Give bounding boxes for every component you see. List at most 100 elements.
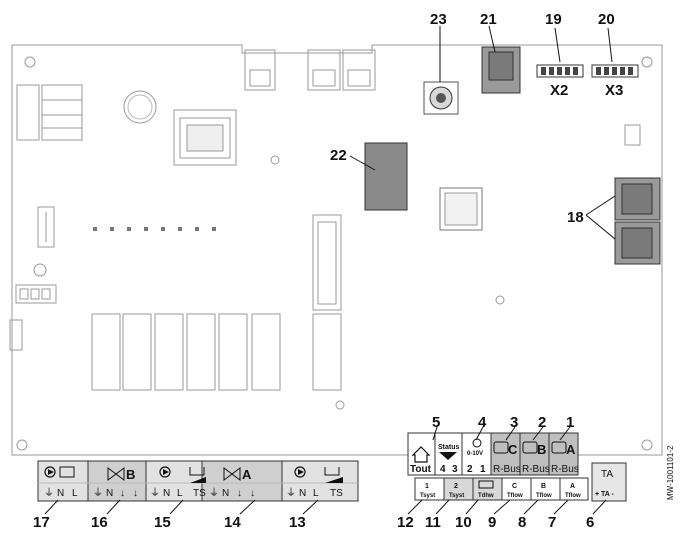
earth-icon: ⏚ bbox=[209, 487, 219, 499]
callout-21: 21 bbox=[480, 11, 497, 28]
callout-13: 13 bbox=[289, 514, 306, 531]
sensor-6-bottom: Tflow bbox=[565, 493, 581, 499]
callout-7: 7 bbox=[548, 514, 556, 531]
label-x2: X2 bbox=[550, 82, 568, 99]
play-icon bbox=[298, 469, 304, 475]
module-22 bbox=[364, 142, 408, 211]
play-icon bbox=[163, 469, 169, 475]
mounting-hole bbox=[270, 155, 280, 165]
tray-icon bbox=[189, 467, 205, 476]
callout-20: 20 bbox=[598, 11, 615, 28]
sensor-4-bottom: Tflow bbox=[507, 493, 523, 499]
earth-icon: ⏚ bbox=[44, 487, 54, 499]
ribbon-header bbox=[312, 214, 342, 311]
callout-9: 9 bbox=[488, 514, 496, 531]
status-pin-3: 3 bbox=[452, 464, 458, 475]
leader-lines bbox=[44, 25, 616, 515]
callout-19: 19 bbox=[545, 11, 562, 28]
analog-label: 0-10V bbox=[467, 451, 483, 457]
connector-x3 bbox=[591, 64, 639, 78]
rbus-a-icon bbox=[551, 441, 567, 454]
mounting-hole bbox=[641, 56, 653, 68]
arrow-icon: ↓ bbox=[120, 488, 125, 499]
pcb-outline bbox=[11, 44, 663, 456]
wedge-icon bbox=[325, 477, 343, 483]
sensor-1-bottom: Tsyst bbox=[420, 493, 435, 499]
tray-icon bbox=[324, 467, 340, 476]
house-icon bbox=[411, 446, 431, 463]
group13-l: L bbox=[313, 488, 319, 499]
tout-label: Tout bbox=[410, 464, 432, 475]
transformer bbox=[173, 109, 237, 166]
ta-top-label: TA bbox=[601, 469, 613, 480]
connector-x2 bbox=[536, 64, 584, 78]
callout-3: 3 bbox=[510, 414, 518, 431]
capacitor bbox=[123, 90, 157, 124]
pump-icon bbox=[294, 466, 306, 478]
sensor-2-bottom: Tsyst bbox=[449, 493, 464, 499]
mixing-valve-icon bbox=[223, 467, 241, 481]
callout-12: 12 bbox=[397, 514, 414, 531]
pump-icon bbox=[159, 466, 171, 478]
mounting-hole bbox=[641, 439, 653, 451]
label-x3: X3 bbox=[605, 82, 623, 99]
mounting-hole bbox=[495, 295, 505, 305]
callout-10: 10 bbox=[455, 514, 472, 531]
analog-pin-1: 1 bbox=[480, 464, 486, 475]
edge-bracket bbox=[624, 124, 641, 146]
sensor-1-top: 1 bbox=[425, 483, 429, 490]
bus-terminal-block: Tout Status 4 3 0-10V 2 1 C R-Bus B R-Bu… bbox=[407, 432, 579, 476]
earth-icon: ⏚ bbox=[93, 487, 103, 499]
arrow-icon: ↓ bbox=[237, 488, 242, 499]
callout-14: 14 bbox=[224, 514, 241, 531]
earth-icon: ⏚ bbox=[150, 487, 160, 499]
group13-n: N bbox=[299, 488, 306, 499]
callout-2: 2 bbox=[538, 414, 546, 431]
rbus-b-label: R-Bus bbox=[522, 464, 550, 475]
rotary-switch-23 bbox=[423, 81, 459, 115]
callout-6: 6 bbox=[586, 514, 594, 531]
callout-23: 23 bbox=[430, 11, 447, 28]
wedge-icon bbox=[190, 477, 206, 483]
boiler-icon bbox=[59, 466, 75, 478]
callout-1: 1 bbox=[566, 414, 574, 431]
rbus-a-label: R-Bus bbox=[551, 464, 579, 475]
power-terminal-block: ⏚ N L B ⏚ N ↓ ↓ ⏚ N L TS A ⏚ N ↓ ↓ ⏚ N L… bbox=[37, 460, 359, 502]
callout-5: 5 bbox=[432, 414, 440, 431]
pump-icon bbox=[44, 466, 56, 478]
socket-pair-18 bbox=[614, 177, 661, 265]
callout-8: 8 bbox=[518, 514, 526, 531]
socket-21 bbox=[481, 46, 521, 94]
sensor-5-top: B bbox=[541, 483, 546, 490]
group15-ts: TS bbox=[193, 488, 206, 499]
group17-l: L bbox=[72, 488, 78, 499]
status-pin-4: 4 bbox=[440, 464, 446, 475]
ta-bottom-label: + TA - bbox=[595, 491, 615, 498]
sensor-6-top: A bbox=[570, 483, 575, 490]
rbus-b-icon bbox=[522, 441, 538, 454]
sensor-terminal-block: 1 Tsyst 2 Tsyst Tdhw C Tflow B Tflow A T… bbox=[414, 477, 589, 501]
arrow-icon: ↓ bbox=[133, 488, 138, 499]
analog-pin-2: 2 bbox=[467, 464, 473, 475]
drawing-reference: MW-1001101-2 bbox=[666, 445, 675, 500]
mixing-valve-icon bbox=[107, 467, 125, 481]
group14-a: A bbox=[242, 467, 252, 482]
fuse bbox=[37, 206, 55, 248]
callout-22: 22 bbox=[330, 147, 347, 164]
pin-header-row bbox=[93, 227, 216, 231]
microcontroller-chip bbox=[439, 187, 483, 231]
group17-n: N bbox=[57, 488, 64, 499]
callout-17: 17 bbox=[33, 514, 50, 531]
callout-11: 11 bbox=[425, 514, 441, 531]
arrow-icon: ↓ bbox=[250, 488, 255, 499]
group16-b: B bbox=[126, 467, 135, 482]
arrow-down-icon bbox=[439, 452, 457, 460]
status-label: Status bbox=[438, 444, 460, 451]
mounting-hole bbox=[24, 56, 36, 68]
earth-icon: ⏚ bbox=[286, 487, 296, 499]
tank-icon bbox=[478, 480, 494, 489]
group13-ts: TS bbox=[330, 488, 343, 499]
relay-component bbox=[16, 84, 83, 141]
rbus-a-letter: A bbox=[566, 442, 576, 457]
